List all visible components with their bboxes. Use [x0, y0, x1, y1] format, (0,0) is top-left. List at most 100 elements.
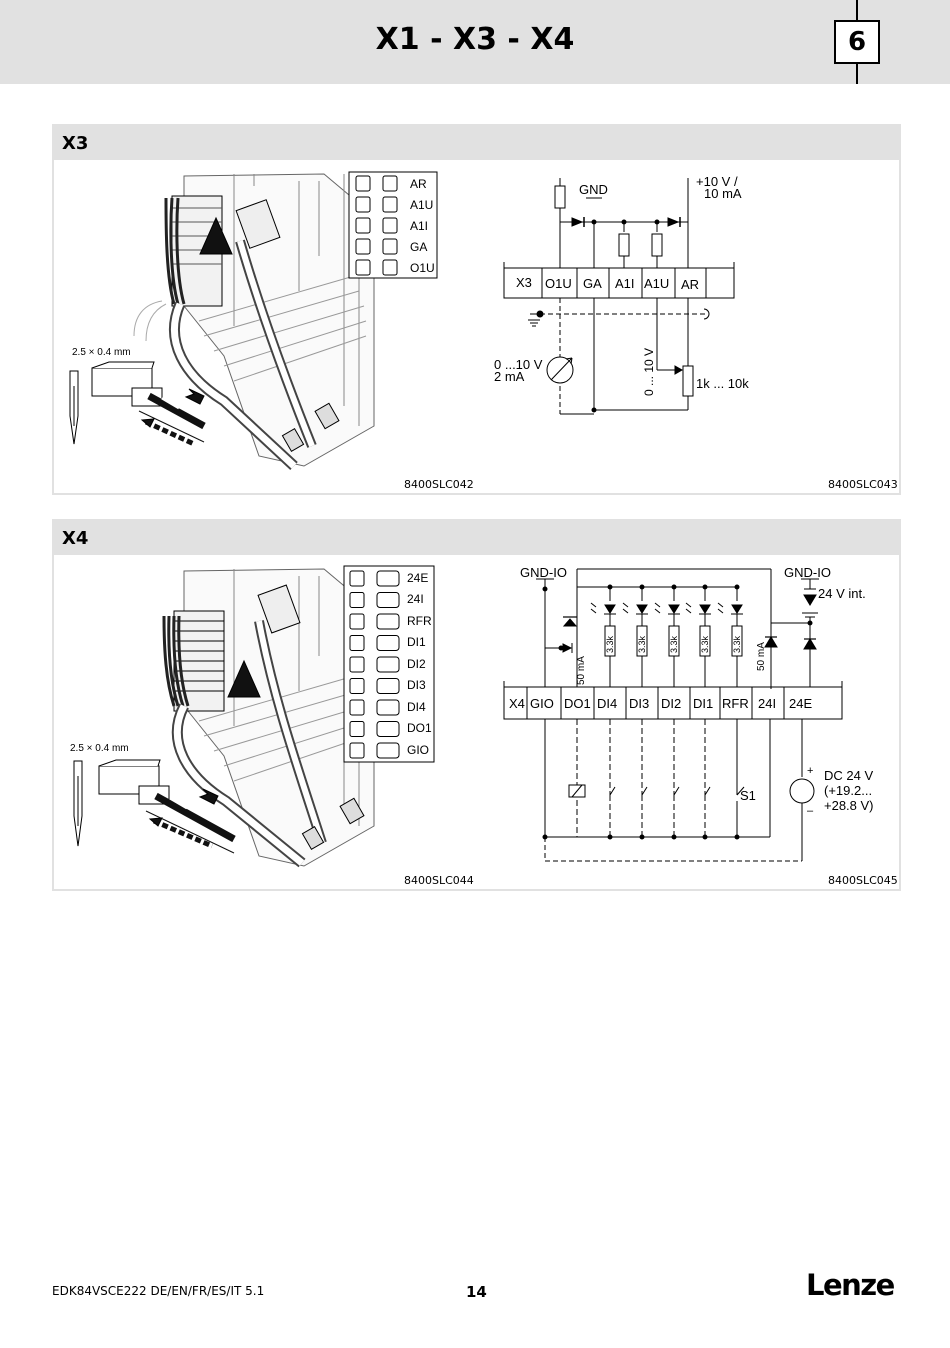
- dc-label: (+19.2...: [824, 783, 872, 798]
- figure-caption: 8400SLC042: [404, 478, 474, 491]
- section-x4: X4: [52, 519, 901, 891]
- meter-label: 0 ...10 V: [494, 357, 543, 372]
- x3-connector-legend: AR A1U A1I GA O1U: [348, 171, 438, 279]
- lenze-logo: Lenze: [806, 1268, 895, 1302]
- legend-box: [349, 635, 365, 651]
- legend-box: [349, 678, 365, 694]
- legend-box: [349, 613, 365, 630]
- terminal-label: DI1: [693, 696, 713, 711]
- gnd-label: GND-IO: [784, 565, 831, 580]
- int-supply-label: 24 V int.: [818, 586, 866, 601]
- legend-box: [376, 721, 400, 737]
- pot-voltage-label: 0 ... 10 V: [642, 348, 656, 396]
- legend-box: [349, 592, 365, 608]
- screwdriver-size: 2.5 × 0.4 mm: [72, 347, 131, 358]
- legend-label: GA: [410, 240, 427, 254]
- led-diode: [731, 604, 743, 614]
- resistor-label: 3.3k: [605, 635, 615, 653]
- legend-box: [376, 613, 400, 630]
- page-title: X1 - X3 - X4: [375, 22, 575, 57]
- terminal-label: DI3: [629, 696, 649, 711]
- supply-label: 10 mA: [704, 186, 742, 201]
- legend-label: DO1: [407, 721, 432, 735]
- led-diode: [604, 604, 616, 614]
- terminal-label: 24E: [789, 696, 812, 711]
- section-header: [54, 521, 899, 555]
- chapter-number: 6: [834, 20, 880, 64]
- plus-sign: +: [807, 765, 813, 777]
- header-bar: [0, 0, 950, 84]
- x4-schematic: 3.3k 3.3k 3.3k 3.3k 3.3k: [503, 568, 843, 862]
- legend-box: [349, 570, 365, 587]
- legend-label: GIO: [407, 743, 429, 757]
- legend-box: [349, 742, 365, 759]
- legend-box: [349, 699, 365, 716]
- led-ray: [717, 602, 724, 614]
- legend-label: A1U: [410, 198, 433, 212]
- legend-label: AR: [410, 177, 427, 191]
- current-label: 50 mA: [756, 642, 767, 671]
- chapter-marker-line: [856, 64, 858, 84]
- legend-box: [376, 742, 400, 759]
- current-label: 50 mA: [576, 656, 587, 685]
- gnd-label: GND: [579, 182, 608, 197]
- terminal-label: AR: [681, 277, 699, 292]
- meter-label: 2 mA: [494, 369, 525, 384]
- supply-label: +10 V /: [696, 174, 738, 189]
- terminal-label: GIO: [530, 696, 554, 711]
- screwdriver-size: 2.5 × 0.4 mm: [70, 743, 129, 754]
- legend-box: [349, 721, 365, 737]
- terminal-label: O1U: [545, 276, 572, 291]
- terminal-label: RFR: [722, 696, 749, 711]
- pot-value-label: 1k ... 10k: [696, 376, 749, 391]
- legend-label: DI4: [407, 700, 426, 714]
- legend-box: [376, 678, 400, 694]
- led-diode: [668, 604, 680, 614]
- legend-label: A1I: [410, 219, 428, 233]
- led-diode: [699, 604, 711, 614]
- legend-box: [376, 635, 400, 651]
- x4-device-illustration: [73, 568, 375, 868]
- legend-label: 24I: [407, 592, 424, 606]
- terminal-label: DI4: [597, 696, 617, 711]
- terminal-label: 24I: [758, 696, 776, 711]
- resistor-label: 3.3k: [669, 635, 679, 653]
- page-number: 14: [466, 1283, 487, 1301]
- led-ray: [590, 602, 597, 614]
- legend-box: [376, 656, 400, 673]
- terminal-group-label: X3: [516, 275, 532, 290]
- resistor-label: 3.3k: [700, 635, 710, 653]
- terminal-label: DI2: [661, 696, 681, 711]
- led-ray: [654, 602, 661, 614]
- x3-device-illustration: [69, 173, 375, 471]
- terminal-label: A1I: [615, 276, 635, 291]
- figure-caption: 8400SLC043: [828, 478, 898, 491]
- x3-figure: AR A1U A1I GA O1U 2.5 × 0.4 mm: [69, 171, 749, 471]
- terminal-label: A1U: [644, 276, 669, 291]
- x4-figure: 24E 24I RFR DI1 DI2 DI3 DI4 DO1 GIO 2.5 …: [70, 565, 874, 868]
- section-title: X4: [62, 528, 89, 549]
- section-title: X3: [62, 133, 89, 154]
- dc-label: +28.8 V): [824, 798, 874, 813]
- figure-caption: 8400SLC044: [404, 874, 474, 887]
- figure-caption: 8400SLC045: [828, 874, 898, 887]
- x3-schematic: [503, 178, 735, 415]
- minus-sign: –: [807, 805, 814, 817]
- legend-label: DI1: [407, 635, 426, 649]
- legend-label: O1U: [410, 261, 435, 275]
- legend-label: DI3: [407, 678, 426, 692]
- chapter-marker-line: [856, 0, 858, 20]
- terminal-label: GA: [583, 276, 602, 291]
- terminal-label: DO1: [564, 696, 591, 711]
- legend-label: RFR: [407, 614, 432, 628]
- legend-box: [376, 699, 400, 716]
- legend-box: [376, 570, 400, 587]
- switch-label: S1: [740, 788, 756, 803]
- gnd-label: GND-IO: [520, 565, 567, 580]
- resistor-label: 3.3k: [637, 635, 647, 653]
- terminal-group-label: X4: [509, 696, 525, 711]
- led-diode: [636, 604, 648, 614]
- legend-label: DI2: [407, 657, 426, 671]
- resistor-label: 3.3k: [732, 635, 742, 653]
- dc-label: DC 24 V: [824, 768, 873, 783]
